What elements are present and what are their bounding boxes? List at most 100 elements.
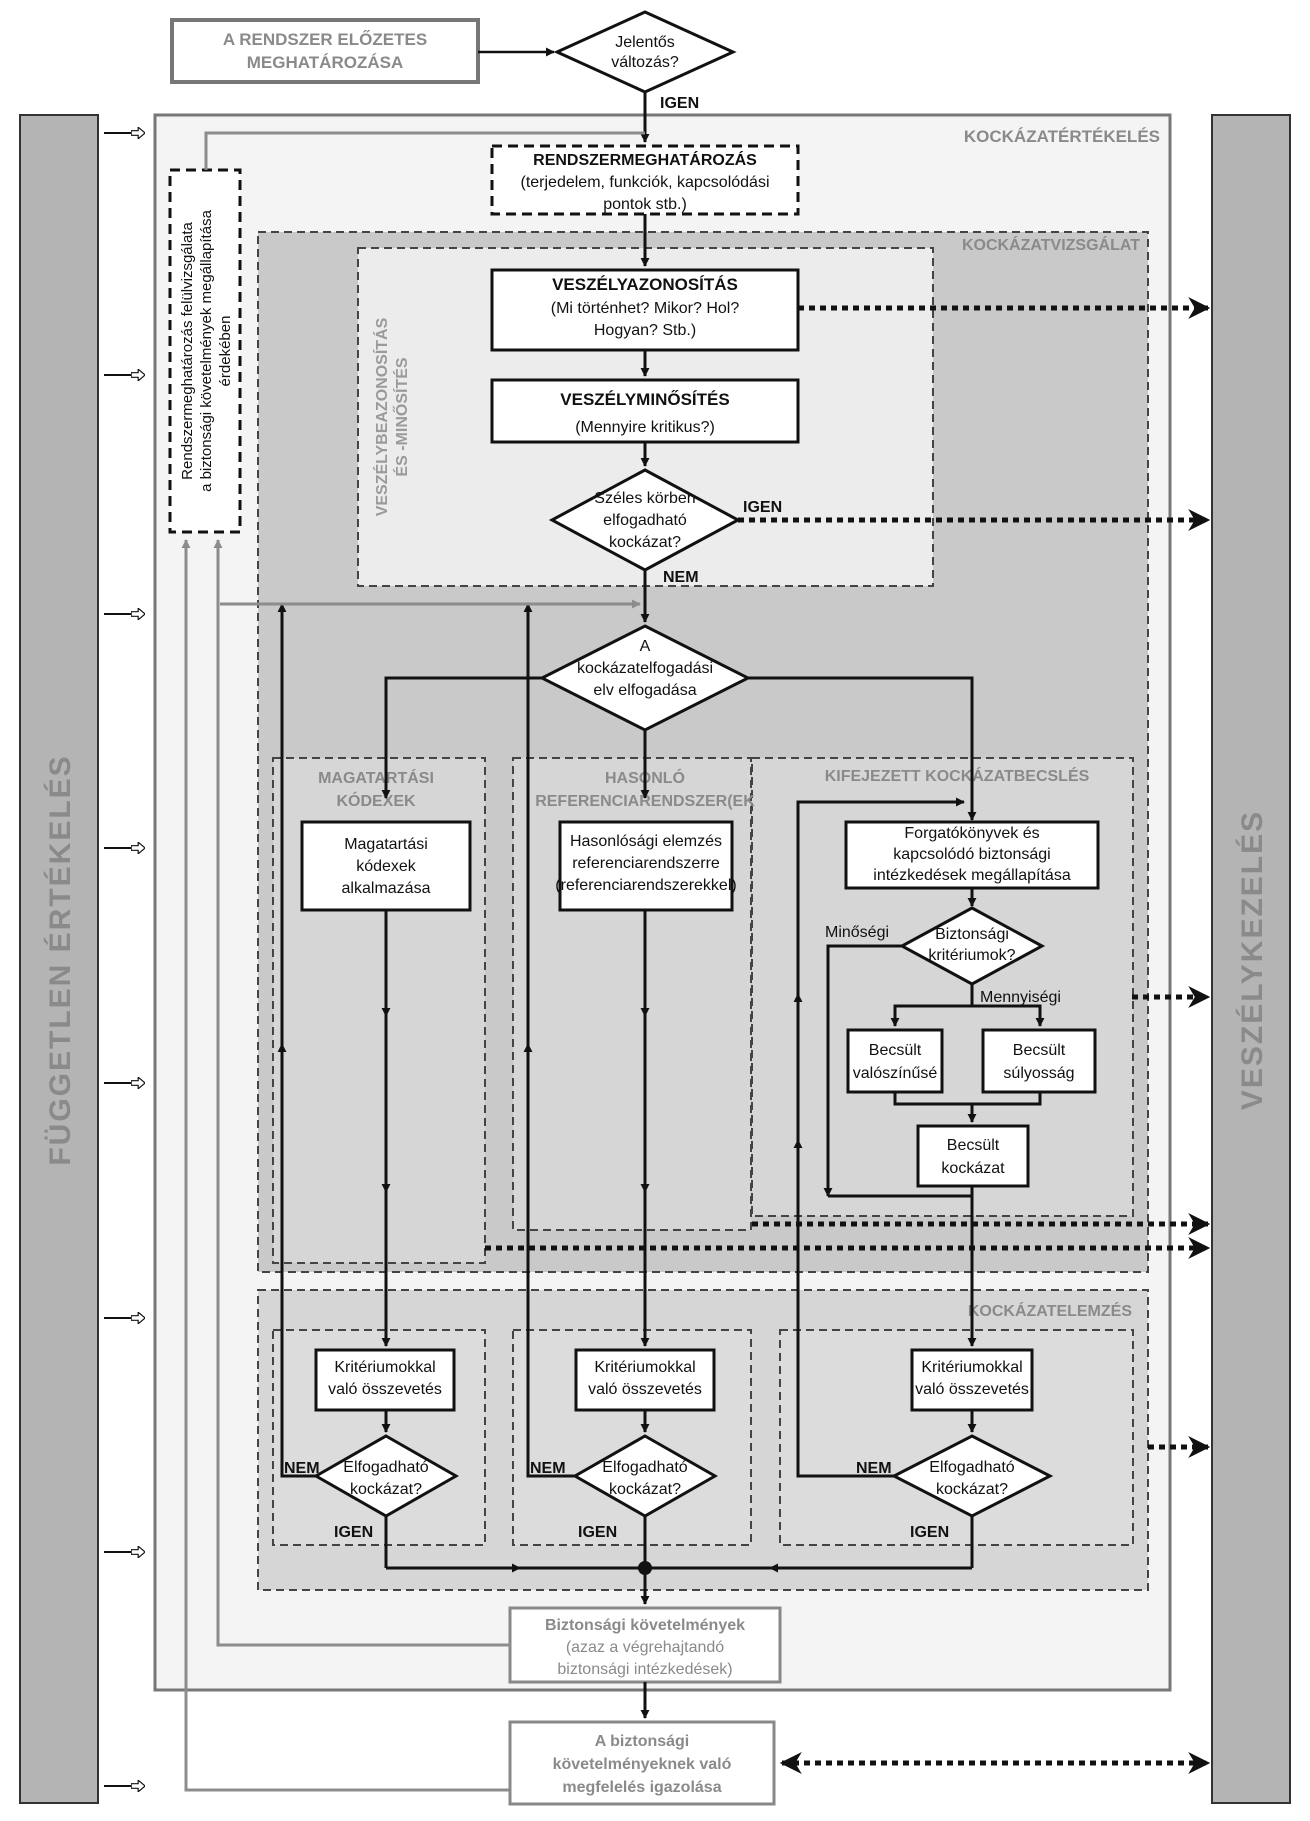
eval-explicit-yes: IGEN — [910, 1524, 949, 1541]
svg-text:Becsült: Becsült — [869, 1042, 922, 1059]
svg-text:REFERENCIARENDSZER(EK: REFERENCIARENDSZER(EK — [535, 793, 755, 810]
eval-reference-no: NEM — [530, 1460, 566, 1477]
svg-text:súlyosság: súlyosság — [1003, 1065, 1074, 1082]
svg-text:Elfogadható: Elfogadható — [602, 1459, 688, 1476]
significant-change-line-2: változás? — [611, 54, 679, 71]
svg-text:(azaz a végrehajtandó: (azaz a végrehajtandó — [566, 1639, 724, 1656]
significant-change-yes: IGEN — [660, 95, 699, 112]
codes-no-loop — [277, 603, 316, 1478]
svg-text:Forgatókönyvek és: Forgatókönyvek és — [904, 825, 1039, 842]
svg-text:Hogyan? Stb.): Hogyan? Stb.) — [594, 322, 696, 339]
svg-text:A biztonsági: A biztonsági — [595, 1733, 690, 1750]
hazard-identification-box: VESZÉLYAZONOSÍTÁS (Mi történhet? Mikor? … — [490, 268, 800, 352]
svg-text:kockázat?: kockázat? — [350, 1481, 422, 1498]
svg-text:Elfogadható: Elfogadható — [929, 1459, 1015, 1476]
eval-codes-yes: IGEN — [334, 1524, 373, 1541]
eval-reference-yes: IGEN — [578, 1524, 617, 1541]
svg-text:(Mennyire kritikus?): (Mennyire kritikus?) — [575, 419, 715, 436]
broadly-no-label: NEM — [663, 569, 699, 586]
independent-assessment-bar: FÜGGETLEN ÉRTÉKELÉS — [19, 114, 99, 1804]
svg-text:Becsült: Becsült — [947, 1137, 1000, 1154]
eval-explicit-compare-box: Kritériumokkal való összevetés — [910, 1348, 1034, 1412]
hazard-management-bar: VESZÉLYKEZELÉS — [1211, 114, 1291, 1804]
svg-text:való összevetés: való összevetés — [915, 1381, 1029, 1398]
hazard-management-links — [485, 297, 1211, 1774]
predefinition-line-2: MEGHATÁROZÁSA — [247, 53, 403, 72]
svg-text:megfelelés igazolása: megfelelés igazolása — [562, 1779, 721, 1796]
svg-text:való összevetés: való összevetés — [588, 1381, 702, 1398]
svg-text:kockázat: kockázat — [941, 1160, 1005, 1177]
hazard-management-label: VESZÉLYKEZELÉS — [1235, 810, 1269, 1110]
broadly-yes-label: IGEN — [743, 499, 782, 516]
svg-text:kockázat?: kockázat? — [609, 1481, 681, 1498]
svg-text:kockázat?: kockázat? — [609, 534, 681, 551]
estimated-severity-box: Becsült súlyosság — [981, 1028, 1097, 1094]
independent-assessment-label: FÜGGETLEN ÉRTÉKELÉS — [43, 754, 77, 1165]
svg-text:való összevetés: való összevetés — [328, 1381, 442, 1398]
system-review-box: Rendszermeghatározás felülvizsgálata a b… — [168, 168, 242, 534]
eval-explicit-no: NEM — [856, 1460, 892, 1477]
predefinition-line-1: A RENDSZER ELŐZETES — [223, 30, 427, 49]
svg-text:kritériumok?: kritériumok? — [928, 947, 1015, 964]
eval-codes-compare-box: Kritériumokkal való összevetés — [314, 1348, 456, 1412]
svg-text:biztonsági intézkedések): biztonsági intézkedések) — [557, 1661, 732, 1678]
svg-text:VESZÉLYAZONOSÍTÁS: VESZÉLYAZONOSÍTÁS — [552, 275, 738, 294]
quantitative-label: Mennyiségi — [980, 989, 1061, 1006]
svg-text:intézkedések megállapítása: intézkedések megállapítása — [873, 867, 1071, 884]
svg-text:követelményeknek való: követelményeknek való — [553, 1756, 732, 1773]
svg-text:(Mi történhet? Mikor? Hol?: (Mi történhet? Mikor? Hol? — [551, 300, 740, 317]
svg-text:Kritériumokkal: Kritériumokkal — [334, 1359, 435, 1376]
compliance-box: A biztonsági követelményeknek való megfe… — [508, 1720, 776, 1806]
svg-text:Becsült: Becsült — [1013, 1042, 1066, 1059]
svg-text:Rendszermeghatározás felülvizs: Rendszermeghatározás felülvizsgálata — [179, 222, 196, 480]
independent-assessment-arrows — [104, 133, 144, 1786]
hazard-id-label-2: ÉS -MINŐSÍTÉS — [392, 357, 411, 476]
svg-text:érdekében: érdekében — [217, 316, 234, 387]
svg-text:elfogadható: elfogadható — [603, 512, 687, 529]
svg-text:(terjedelem, funkciók, kapcsol: (terjedelem, funkciók, kapcsolódási — [520, 174, 769, 191]
svg-text:Hasonlósági elemzés: Hasonlósági elemzés — [570, 833, 722, 850]
svg-text:Kritériumokkal: Kritériumokkal — [921, 1359, 1022, 1376]
svg-text:Széles körben: Széles körben — [594, 490, 695, 507]
explicit-no-loop — [796, 797, 965, 1478]
svg-text:KÓDEXEK: KÓDEXEK — [336, 791, 416, 810]
similarity-analysis-box: Hasonlósági elemzés referenciarendszerre… — [555, 820, 737, 912]
risk-analysis-label: KOCKÁZATVIZSGÁLAT — [962, 235, 1140, 254]
svg-text:alkalmazása: alkalmazása — [342, 880, 431, 897]
svg-text:valószínűsé: valószínűsé — [853, 1065, 938, 1082]
svg-text:pontok stb.): pontok stb.) — [603, 196, 687, 213]
risk-evaluation-label: KOCKÁZATELEMZÉS — [968, 1301, 1132, 1320]
svg-text:kockázatelfogadási: kockázatelfogadási — [577, 660, 713, 677]
svg-text:MAGATARTÁSI: MAGATARTÁSI — [318, 768, 434, 787]
svg-text:Elfogadható: Elfogadható — [343, 1459, 429, 1476]
system-definition-box: RENDSZERMEGHATÁROZÁS (terjedelem, funkci… — [490, 144, 800, 216]
svg-text:referenciarendszerre: referenciarendszerre — [572, 855, 720, 872]
qualitative-label: Minőségi — [825, 924, 889, 941]
eval-reference-compare-box: Kritériumokkal való összevetés — [574, 1348, 716, 1412]
significant-change-decision: Jelentős változás? — [553, 10, 737, 94]
hazard-id-label-1: VESZÉLYBEAZONOSÍTÁS — [372, 317, 391, 516]
review-feedback-lines — [181, 131, 645, 1792]
eval-explicit-acceptable-decision: Elfogadható kockázat? — [890, 1434, 1054, 1518]
significant-change-line-1: Jelentős — [615, 34, 675, 51]
svg-text:kockázat?: kockázat? — [936, 1481, 1008, 1498]
svg-text:(referenciarendszerekkel): (referenciarendszerekkel) — [555, 877, 736, 894]
estimated-risk-box: Becsült kockázat — [916, 1124, 1030, 1188]
svg-text:kapcsolódó biztonsági: kapcsolódó biztonsági — [893, 846, 1050, 863]
svg-text:Biztonsági: Biztonsági — [935, 926, 1009, 943]
svg-text:A: A — [640, 638, 651, 655]
hazard-classification-box: VESZÉLYMINŐSÍTÉS (Mennyire kritikus?) — [490, 378, 800, 444]
scenarios-box: Forgatókönyvek és kapcsolódó biztonsági … — [844, 820, 1100, 890]
risk-assessment-label: KOCKÁZATÉRTÉKELÉS — [964, 127, 1160, 146]
svg-text:Biztonsági követelmények: Biztonsági követelmények — [545, 1617, 745, 1634]
reference-no-loop — [523, 603, 575, 1478]
estimated-probability-box: Becsült valószínűsé — [846, 1028, 944, 1094]
eval-reference-acceptable-decision: Elfogadható kockázat? — [571, 1434, 719, 1518]
svg-text:VESZÉLYMINŐSÍTÉS: VESZÉLYMINŐSÍTÉS — [560, 390, 729, 409]
svg-text:Magatartási: Magatartási — [344, 836, 428, 853]
codes-apply-box: Magatartási kódexek alkalmazása — [300, 820, 472, 912]
eval-codes-no: NEM — [284, 1460, 320, 1477]
safety-requirements-box: Biztonsági követelmények (azaz a végreha… — [508, 1606, 782, 1684]
svg-text:a biztonsági követelmények meg: a biztonsági követelmények megállapítása — [198, 209, 215, 491]
